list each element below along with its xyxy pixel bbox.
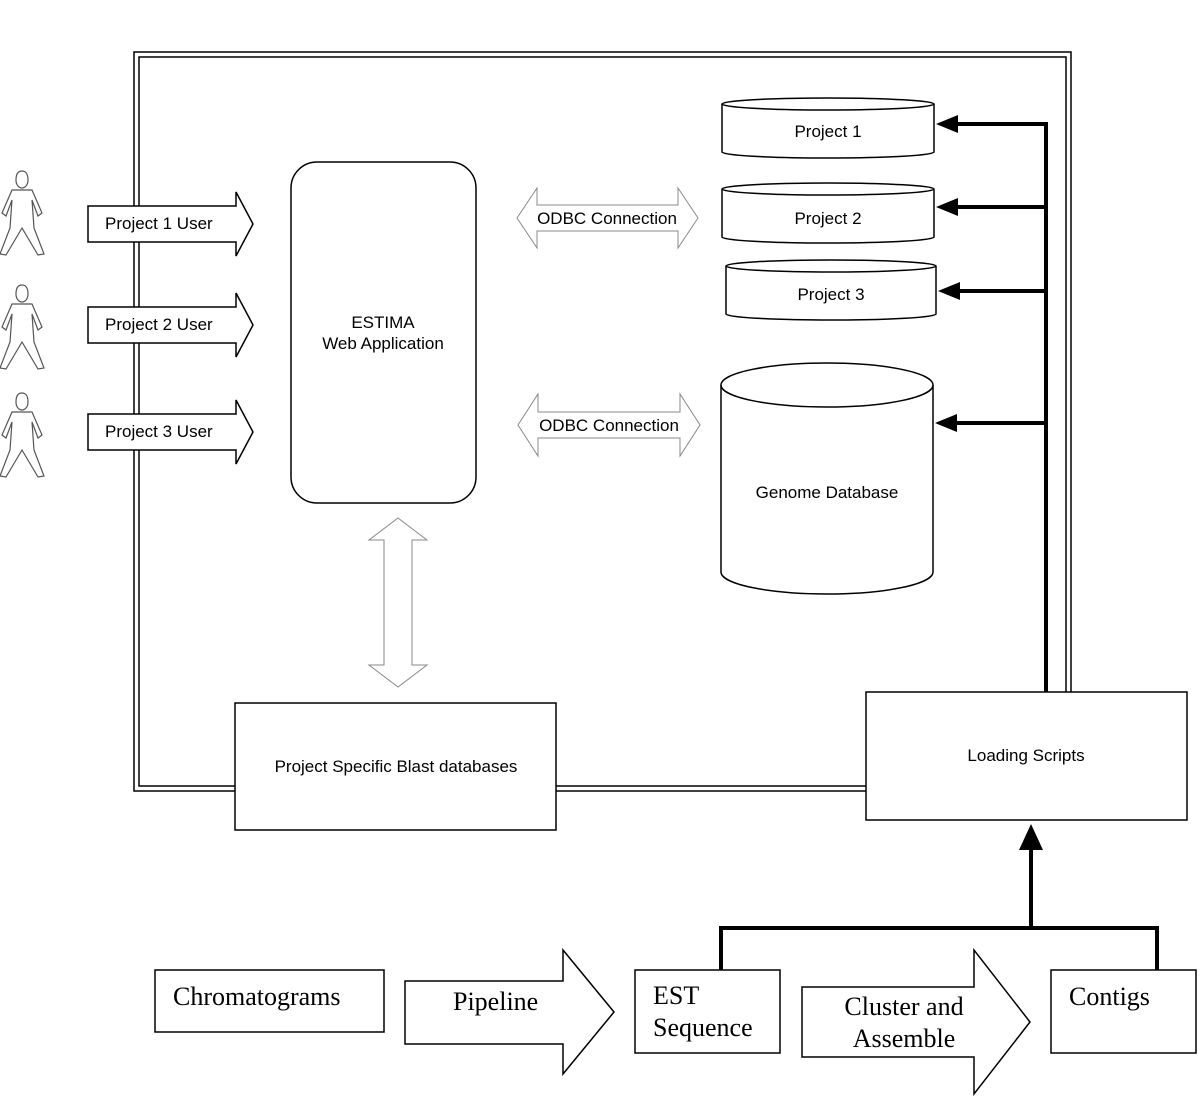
- chromatograms-box: Chromatograms: [154, 969, 385, 1033]
- pipeline-label: Pipeline: [453, 987, 538, 1016]
- est-label-line2: Sequence: [653, 1013, 753, 1042]
- blast-databases-box: Project Specific Blast databases: [234, 702, 557, 831]
- web-application-box: ESTIMA Web Application: [290, 161, 477, 504]
- cluster-label-line2: Assemble: [853, 1024, 956, 1053]
- contigs-box: Contigs: [1050, 969, 1197, 1054]
- loading-connectors: [935, 115, 1048, 692]
- chromatograms-label: Chromatograms: [173, 982, 341, 1011]
- project-db-3: Project 3: [725, 259, 937, 321]
- odbc-label-1: ODBC Connection: [537, 209, 677, 228]
- cluster-assemble-arrow: Cluster and Assemble: [801, 947, 1031, 1097]
- odbc-arrow-1: ODBC Connection: [516, 186, 699, 250]
- pipeline-connectors: [719, 824, 1159, 970]
- user-figure-2: [0, 284, 45, 370]
- loading-scripts-box: Loading Scripts: [865, 691, 1188, 821]
- project-db-1-label: Project 1: [794, 122, 861, 141]
- odbc-arrow-2: ODBC Connection: [517, 392, 701, 458]
- user-label-2: Project 2 User: [105, 315, 213, 334]
- user-arrow-2: Project 2 User: [87, 292, 254, 358]
- cluster-label-line1: Cluster and: [844, 992, 963, 1021]
- blast-databases-label: Project Specific Blast databases: [275, 757, 518, 776]
- project-db-1: Project 1: [721, 97, 935, 159]
- project-db-2-label: Project 2: [794, 209, 861, 228]
- project-db-2: Project 2: [721, 182, 935, 244]
- user-figure-1: [0, 170, 45, 256]
- user-label-3: Project 3 User: [105, 422, 213, 441]
- user-arrow-1: Project 1 User: [87, 191, 254, 257]
- user-figure-3: [0, 392, 45, 478]
- user-arrow-3: Project 3 User: [87, 399, 254, 465]
- project-db-3-label: Project 3: [797, 285, 864, 304]
- user-label-1: Project 1 User: [105, 214, 213, 233]
- web-app-subtitle: Web Application: [322, 334, 444, 353]
- est-label-line1: EST: [653, 981, 699, 1010]
- contigs-label: Contigs: [1069, 982, 1150, 1011]
- genome-database: Genome Database: [720, 362, 934, 595]
- odbc-label-2: ODBC Connection: [539, 416, 679, 435]
- web-app-title: ESTIMA: [351, 313, 415, 332]
- loading-scripts-label: Loading Scripts: [967, 746, 1084, 765]
- pipeline-arrow: Pipeline: [404, 947, 615, 1077]
- est-sequence-box: EST Sequence: [634, 969, 781, 1054]
- blast-link-arrow: [367, 517, 429, 688]
- genome-database-label: Genome Database: [756, 483, 899, 502]
